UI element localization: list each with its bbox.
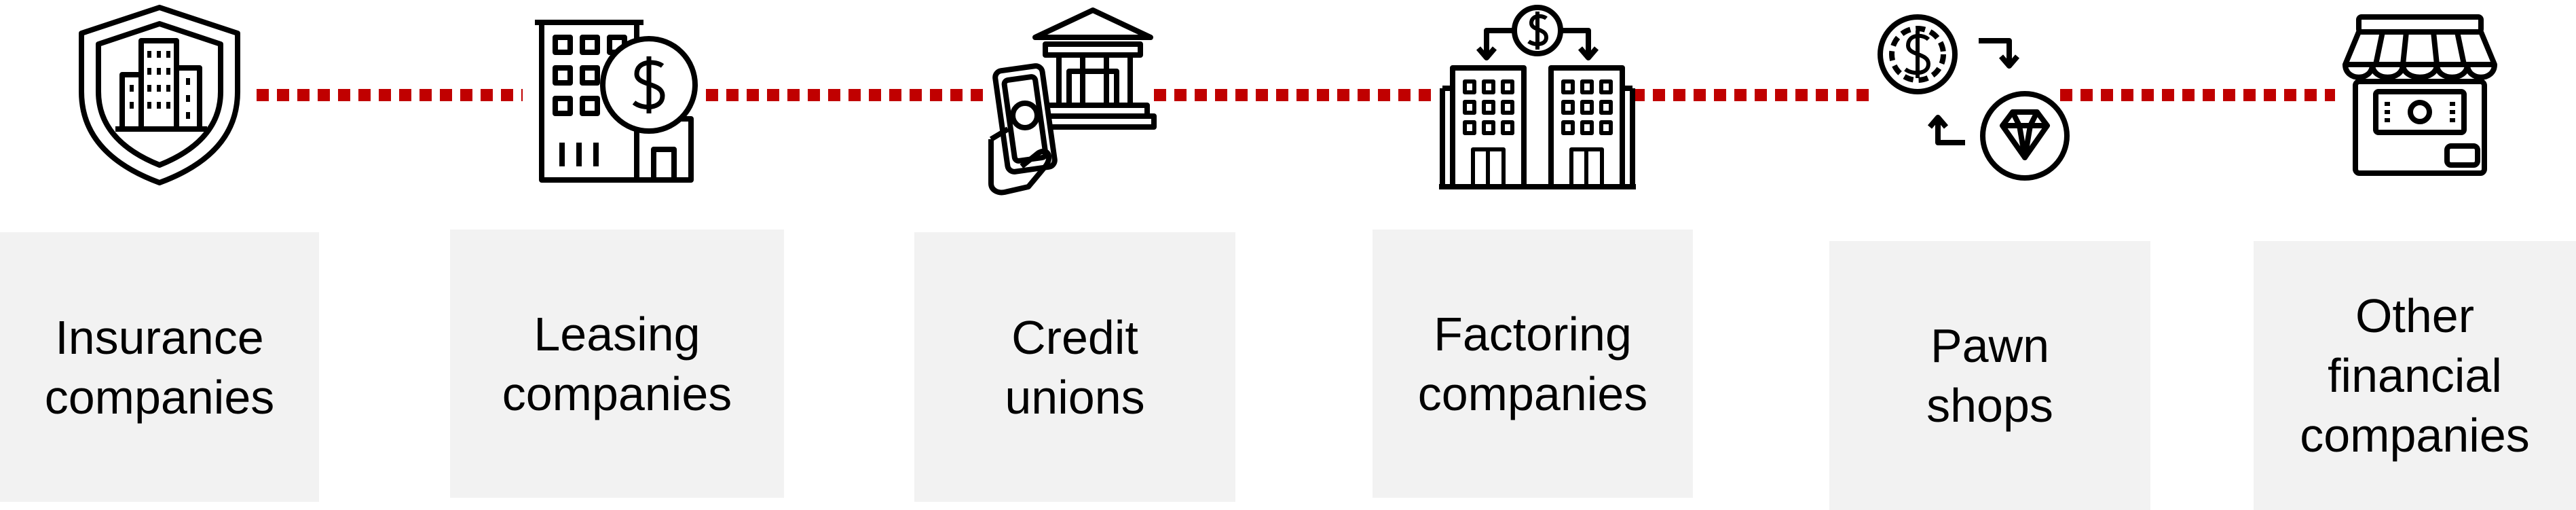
step-box-factoring: Factoring companies [1373, 230, 1693, 498]
step-box-pawn-shops: Pawn shops [1829, 241, 2150, 510]
label-line: unions [1005, 370, 1145, 424]
shield-building-icon [75, 3, 244, 187]
label-line: Pawn [1930, 319, 2050, 372]
step-box-credit-unions: Credit unions [914, 232, 1235, 502]
step-label-insurance: Insurance companies [45, 308, 275, 427]
label-line: Insurance [55, 310, 264, 364]
label-line: shops [1926, 379, 2053, 432]
label-line: companies [44, 370, 275, 424]
step-label-other-financial: Other financial companies [2300, 286, 2530, 465]
step-label-pawn-shops: Pawn shops [1926, 316, 2053, 435]
bank-cash-hand-icon [981, 3, 1164, 197]
step-box-other-financial: Other financial companies [2254, 241, 2576, 510]
storefront-cash-icon [2338, 14, 2501, 177]
step-box-insurance: Insurance companies [0, 232, 319, 502]
step-label-factoring: Factoring companies [1418, 304, 1648, 424]
step-label-credit-unions: Credit unions [1005, 308, 1144, 427]
step-label-leasing: Leasing companies [502, 304, 732, 424]
label-line: Factoring [1434, 307, 1632, 361]
label-line: Leasing [534, 307, 701, 361]
label-line: companies [1417, 367, 1648, 420]
label-line: financial [2328, 349, 2502, 402]
label-line: Other [2355, 289, 2475, 342]
label-line: companies [502, 367, 732, 420]
label-line: Credit [1011, 310, 1138, 364]
buildings-dollar-exchange-icon [1439, 3, 1636, 194]
label-line: companies [2300, 409, 2530, 462]
step-box-leasing: Leasing companies [450, 230, 784, 498]
coin-diamond-exchange-icon [1870, 14, 2074, 187]
building-dollar-icon [528, 10, 705, 187]
